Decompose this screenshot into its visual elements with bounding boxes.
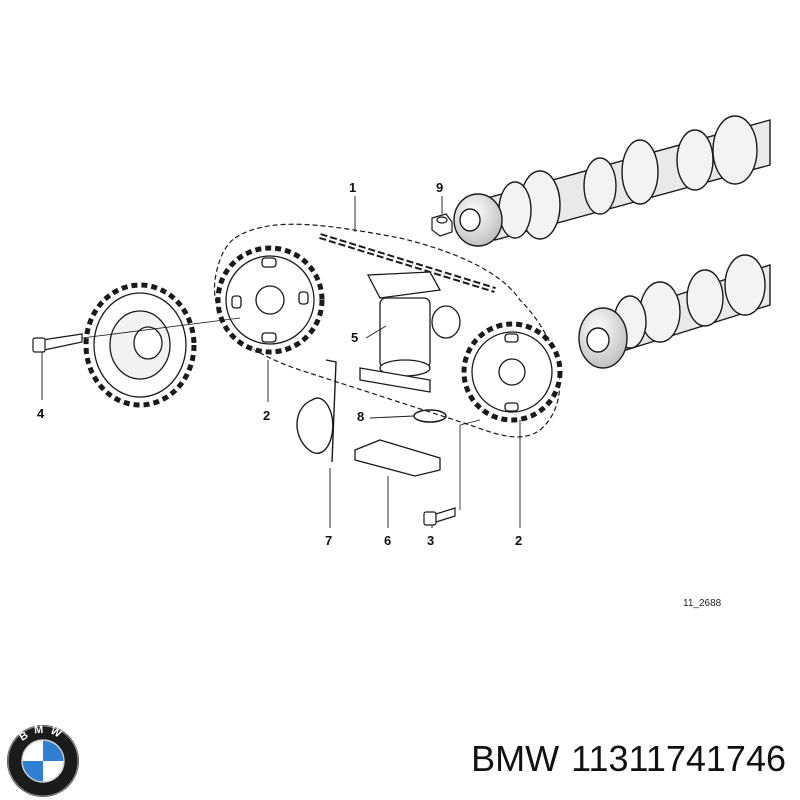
parts-diagram bbox=[32, 115, 771, 528]
callout-2-right: 2 bbox=[515, 533, 523, 548]
sprocket-right bbox=[461, 321, 563, 423]
diagram-reference-code: 11_2688 bbox=[683, 598, 722, 609]
guide-rail bbox=[354, 439, 441, 477]
lower-camshaft bbox=[578, 254, 771, 369]
crank-sprocket bbox=[83, 282, 197, 408]
callout-2-left: 2 bbox=[263, 408, 271, 423]
callout-7: 7 bbox=[325, 533, 333, 548]
callout-6: 6 bbox=[384, 533, 392, 548]
bolt-4 bbox=[32, 317, 241, 353]
nut-9 bbox=[431, 213, 453, 237]
chain-tensioner bbox=[359, 271, 461, 393]
bolt-3 bbox=[423, 419, 481, 526]
callout-1: 1 bbox=[349, 180, 357, 195]
leader-lines bbox=[41, 196, 521, 528]
caption-brand: BMW bbox=[471, 738, 560, 779]
bmw-logo: BMW bbox=[7, 724, 79, 797]
callout-8: 8 bbox=[357, 409, 365, 424]
callout-9: 9 bbox=[436, 180, 444, 195]
callout-3: 3 bbox=[427, 533, 435, 548]
callout-5: 5 bbox=[351, 330, 359, 345]
part-caption: BMW 11311741746 bbox=[471, 738, 786, 780]
circlip bbox=[296, 359, 337, 463]
timing-chain bbox=[213, 223, 561, 438]
sprocket-left bbox=[215, 245, 325, 355]
caption-part-number: 11311741746 bbox=[571, 738, 786, 779]
upper-camshaft bbox=[453, 115, 771, 247]
callout-4: 4 bbox=[37, 406, 45, 421]
